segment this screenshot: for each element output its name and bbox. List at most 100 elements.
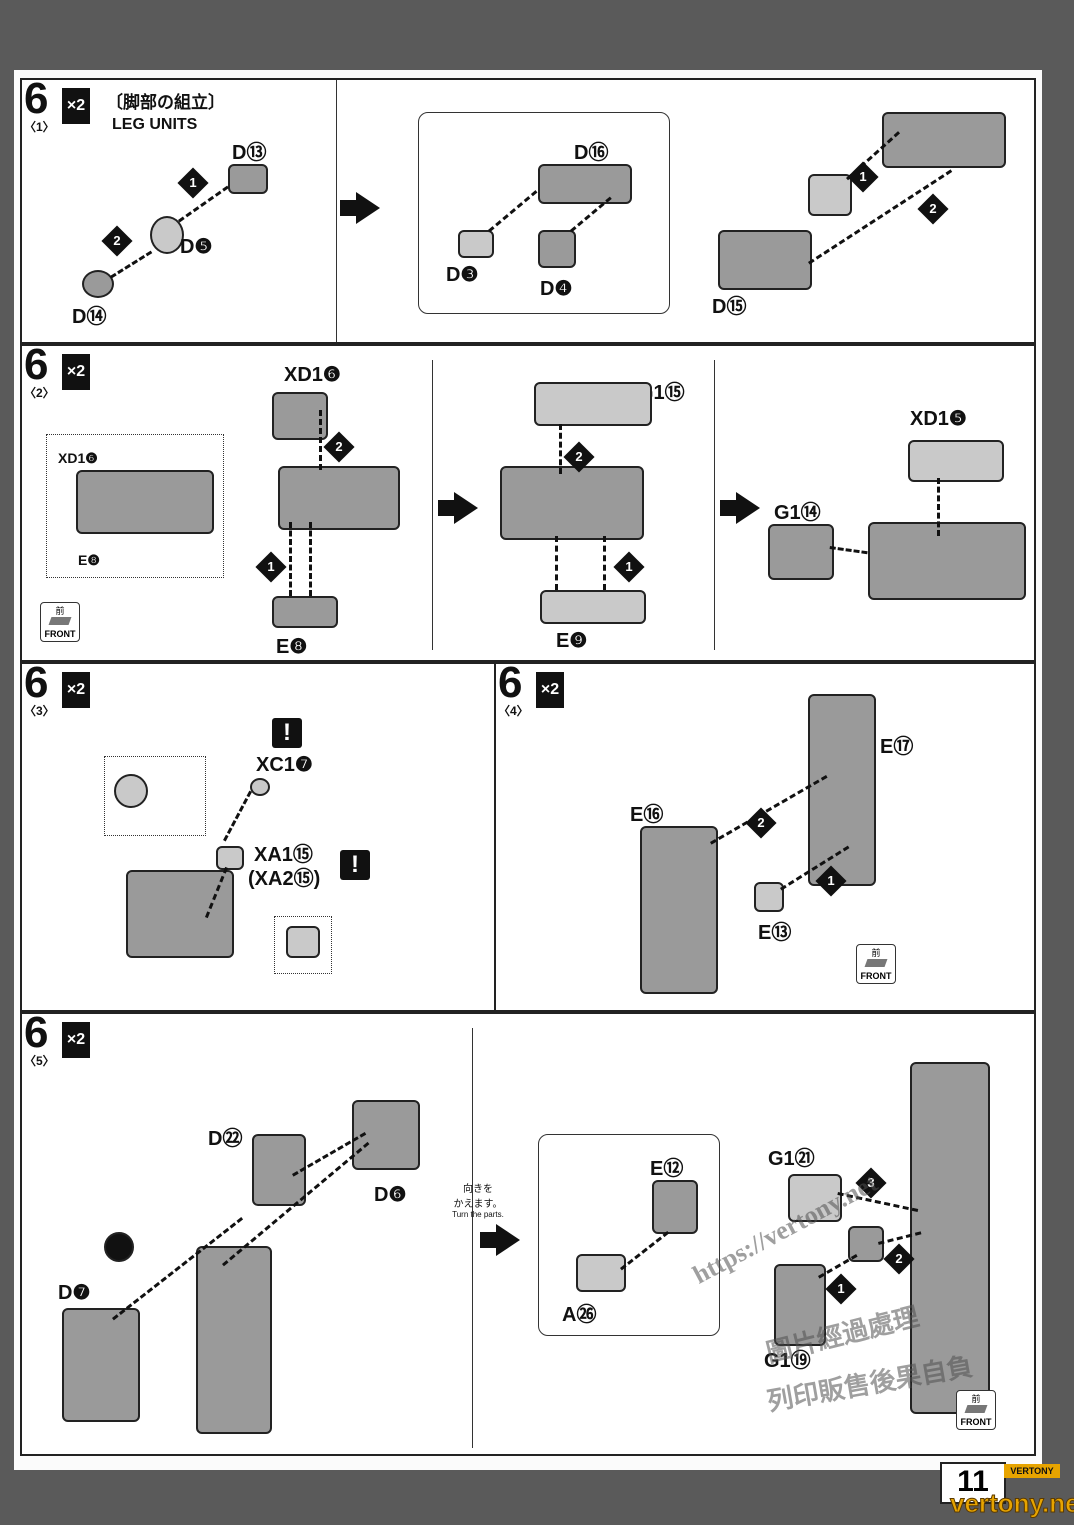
part-leg-assembly	[910, 1062, 990, 1414]
part-label: D⑭	[72, 306, 107, 328]
part-d22	[252, 1134, 306, 1206]
step-6-1-panel: 6 〈1〉 ×2 〔脚部の組立〕 LEG UNITS 2 1 D⑬ D❺ D⑭ …	[20, 78, 1036, 344]
part-label: E⑫	[650, 1158, 684, 1180]
part-d16	[538, 164, 632, 204]
warning-icon: !	[340, 850, 370, 880]
part-e9	[540, 590, 646, 624]
instruction-page: 6 〈1〉 ×2 〔脚部の組立〕 LEG UNITS 2 1 D⑬ D❺ D⑭ …	[14, 70, 1042, 1470]
multiplier-badge: ×2	[62, 1022, 90, 1058]
part-d5	[150, 216, 184, 254]
step-number: 6	[24, 344, 49, 389]
part-label: XD1❻	[58, 450, 98, 466]
part-d15	[718, 230, 812, 290]
part-label: E❾	[556, 630, 588, 652]
part-label: D❸	[446, 264, 479, 286]
order-mark: 2	[745, 807, 777, 839]
order-mark: 2	[917, 193, 949, 225]
part-label: (XA2⑮)	[248, 868, 321, 890]
order-mark: 2	[883, 1243, 915, 1275]
section-title-jp: 〔脚部の組立〕	[106, 93, 225, 112]
next-arrow-icon	[340, 192, 380, 224]
part-label: D❹	[540, 278, 573, 300]
turn-note-en: Turn the parts.	[452, 1210, 504, 1219]
part-d13	[228, 164, 268, 194]
multiplier-badge: ×2	[62, 354, 90, 390]
step-badge: 6 〈4〉 ×2	[496, 664, 564, 718]
step-number: 6	[24, 78, 49, 123]
front-orientation-icon: 前 FRONT	[956, 1390, 996, 1430]
part-e16	[640, 826, 718, 994]
divider	[432, 360, 433, 650]
part-label: E⑰	[880, 736, 914, 758]
part-label: D㉒	[208, 1128, 243, 1150]
part-knee	[848, 1226, 884, 1262]
part-assembly	[126, 870, 234, 958]
assembly-arrow	[309, 522, 312, 596]
front-orientation-icon: 前 FRONT	[40, 602, 80, 642]
order-mark: 1	[177, 167, 209, 199]
order-mark: 1	[847, 161, 879, 193]
next-arrow-icon	[480, 1224, 520, 1256]
order-mark: 1	[825, 1273, 857, 1305]
part-xa1-15	[216, 846, 244, 870]
page-number: 11	[940, 1462, 1006, 1504]
part-xc1-7-small	[250, 778, 270, 796]
part-g1-15	[534, 382, 652, 426]
step-sub-number: 〈3〉	[24, 704, 55, 718]
multiplier-badge: ×2	[62, 88, 90, 124]
part-label: XD1❺	[910, 408, 967, 430]
multiplier-badge: ×2	[62, 672, 90, 708]
next-arrow-icon	[720, 492, 760, 524]
step-badge: 6 〈3〉 ×2	[22, 664, 90, 718]
part-d3	[458, 230, 494, 258]
part-d7	[62, 1308, 140, 1422]
part-assembly	[500, 466, 644, 540]
divider	[714, 360, 715, 650]
part-label: D❻	[374, 1184, 407, 1206]
part-a26	[576, 1254, 626, 1292]
order-mark: 2	[563, 441, 595, 473]
turn-note-jp: 向きを かえます。	[453, 1184, 503, 1210]
part-label: D❺	[180, 236, 213, 258]
order-mark: 1	[815, 865, 847, 897]
part-label: G1⑲	[764, 1350, 811, 1372]
brand-url: vertony.net	[949, 1488, 1074, 1519]
part-label: XC1❼	[256, 754, 313, 776]
detail-callout	[418, 112, 670, 314]
step-badge: 6 〈5〉 ×2	[22, 1012, 90, 1068]
warning-icon: !	[272, 718, 302, 748]
part-g1-19	[774, 1264, 826, 1346]
order-mark: 1	[613, 551, 645, 583]
assembly-arrow	[223, 790, 252, 842]
part-label: G1⑭	[774, 502, 821, 524]
step-6-5-panel: 6 〈5〉 ×2 D㉒ D❻ D❼ 向きを かえます。 Turn the par…	[20, 1012, 1036, 1456]
part-label: D❼	[58, 1282, 91, 1304]
part-label: E❽	[78, 552, 100, 568]
assembly-arrow	[829, 546, 868, 555]
part-e8	[272, 596, 338, 628]
part-label: D⑯	[574, 142, 609, 164]
brand-logo: VERTONY	[1004, 1464, 1060, 1478]
assembly-arrow	[555, 536, 558, 590]
part-reference	[76, 470, 214, 534]
part-label: E⑬	[758, 922, 792, 944]
assembly-arrow	[559, 424, 562, 474]
part-xd1-6	[272, 392, 328, 440]
multiplier-badge: ×2	[536, 672, 564, 708]
color-mark-icon	[104, 1232, 134, 1262]
part-g1-14	[768, 524, 834, 580]
step-number: 6	[24, 1012, 49, 1057]
part-xd1-5	[908, 440, 1004, 482]
step-badge: 6 〈1〉 ×2	[22, 78, 90, 134]
assembly-arrow	[289, 522, 292, 596]
detail-callout	[538, 1134, 720, 1336]
divider	[336, 80, 337, 342]
front-orientation-icon: 前 FRONT	[856, 944, 896, 984]
assembly-arrow	[603, 536, 606, 590]
step-sub-number: 〈1〉	[24, 120, 55, 134]
part-joint	[808, 174, 852, 216]
step-sub-number: 〈5〉	[24, 1054, 55, 1068]
part-label: A㉖	[562, 1304, 597, 1326]
step-sub-number: 〈2〉	[24, 386, 55, 400]
order-mark: 2	[323, 431, 355, 463]
